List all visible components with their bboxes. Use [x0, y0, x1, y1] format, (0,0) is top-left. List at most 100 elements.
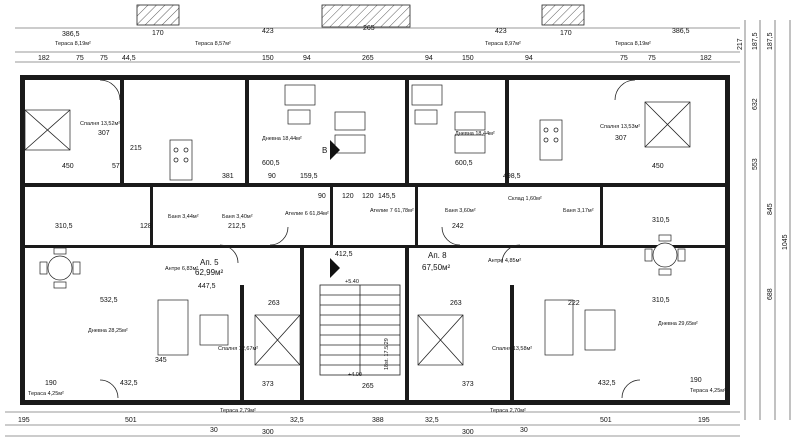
dim-inner-20: 412,5: [335, 251, 353, 258]
label-bedroom-br: Спалня 13,58м²: [492, 346, 532, 352]
dim-sub-4: 44,5: [122, 55, 136, 62]
dim-inner-11: 90: [268, 173, 276, 180]
dim-inner-31: 310,5: [652, 297, 670, 304]
dim-right-2: 187,5: [752, 32, 759, 50]
bed-bottom-right: [417, 314, 464, 366]
label-bath-r2: Баня 3,17м²: [563, 208, 594, 214]
dim-inner-32: 190: [45, 380, 57, 387]
label-bath-l2: Баня 3,40м²: [222, 214, 253, 220]
label-living-br: Дневна 29,65м²: [658, 321, 698, 327]
dim-sub-11: 75: [620, 55, 628, 62]
dim-bottom-7: 32,5: [425, 417, 439, 424]
dim-sub-9: 150: [462, 55, 474, 62]
dim-inner-6: 450: [62, 163, 74, 170]
dim-sub-2: 75: [76, 55, 84, 62]
dim-inner-35: 120: [342, 193, 354, 200]
dim-sub-3: 75: [100, 55, 108, 62]
dim-inner-24: 263: [450, 300, 462, 307]
kitchen-left: [169, 139, 193, 181]
dim-bottom-11: 195: [698, 417, 710, 424]
label-terrace-br: Тераса 2,70м²: [490, 408, 526, 414]
label-storage-r: Склад 1,60м²: [508, 196, 542, 202]
dining-table-right: [644, 234, 686, 276]
label-living-bl: Дневна 28,25м²: [88, 328, 128, 334]
dim-inner-25: 222: [568, 300, 580, 307]
label-terrace-tl2: Тераса 8,57м²: [195, 41, 231, 47]
dim-bottom-6: 388: [372, 417, 384, 424]
dim-bottom-5: 32,5: [290, 417, 304, 424]
dim-sub-12: 75: [648, 55, 656, 62]
dim-top-3: 423: [495, 28, 507, 35]
dim-inner-18: 128: [140, 223, 152, 230]
dining-table-left: [39, 247, 81, 289]
dim-inner-23: 263: [268, 300, 280, 307]
bed-bottom-left: [254, 314, 301, 366]
label-living-top-r: Дневна 18,44м²: [455, 131, 495, 137]
label-terrace-tr2: Тераса 8,19м²: [615, 41, 651, 47]
stair: [319, 284, 401, 376]
dim-sub-8: 94: [425, 55, 433, 62]
label-apt5: Ап. 5: [200, 258, 219, 267]
label-apt8-area: 67,50м²: [422, 263, 451, 272]
bottom-dimension-chain: [5, 411, 740, 437]
dim-right-7: 1045: [782, 234, 789, 250]
level-lower: +4.00: [348, 372, 362, 378]
dim-sub-5: 150: [262, 55, 274, 62]
section-marker-bottom: [330, 258, 340, 278]
kitchen-right: [539, 119, 563, 161]
dim-right-3: 187,5: [767, 32, 774, 50]
bed-top-left: [24, 109, 71, 151]
right-dimension-chain: [744, 20, 791, 420]
dim-inner-7: 450: [652, 163, 664, 170]
sofa-set-top-right: [411, 84, 486, 154]
dim-bottom-10: 501: [600, 417, 612, 424]
planter-center: [321, 4, 411, 28]
dim-bottom-9: 30: [520, 427, 528, 434]
dim-top-4: 386,5: [672, 28, 690, 35]
dim-inner-8: 57: [112, 163, 120, 170]
dim-top-2: 423: [262, 28, 274, 35]
sofa-set-bottom-left: [157, 299, 229, 356]
label-terrace-tl: Тераса 8,19м²: [55, 41, 91, 47]
label-bath-l: Баня 3,44м²: [168, 214, 199, 220]
dim-inner-9: 381: [222, 173, 234, 180]
dim-sub-6: 94: [303, 55, 311, 62]
dim-inner-27: 373: [262, 381, 274, 388]
planter-left: [136, 4, 180, 26]
label-living-top-l: Дневна 18,44м²: [262, 136, 302, 142]
dim-bottom-2: 501: [125, 417, 137, 424]
label-entry-r: Антре 4,85м²: [488, 258, 521, 264]
dim-planter-2: 265: [363, 25, 375, 32]
dim-bottom-4: 300: [262, 429, 274, 436]
dim-sub-1: 182: [38, 55, 50, 62]
dim-bottom-1: 195: [18, 417, 30, 424]
dim-inner-1: 307: [98, 130, 110, 137]
dim-inner-12: 120: [362, 193, 374, 200]
dim-inner-19: 212,5: [228, 223, 246, 230]
dim-bottom-3: 30: [210, 427, 218, 434]
dim-inner-34: 265: [362, 383, 374, 390]
sofa-set-top-left: [284, 84, 366, 154]
dim-inner-30: 432,5: [598, 380, 616, 387]
dim-inner-29: 432,5: [120, 380, 138, 387]
label-bedroom-tr: Спалня 13,53м²: [600, 124, 640, 130]
dim-inner-28: 373: [462, 381, 474, 388]
label-atelier-r: Ателие 7 61,78м²: [370, 208, 414, 214]
section-marker-top: [330, 140, 340, 160]
dim-inner-13: 145,5: [378, 193, 396, 200]
dim-inner-14: 242: [452, 223, 464, 230]
label-atelier-l: Ателие 6 61,84м²: [285, 211, 329, 217]
section-label-top: B: [322, 146, 327, 155]
label-apt8: Ап. 8: [428, 251, 447, 260]
label-terrace-br2: Тераса 4,25м²: [690, 388, 726, 394]
dim-right-8: 688: [767, 288, 774, 300]
dim-bottom-8: 300: [462, 429, 474, 436]
label-apt5-area: 62,99м²: [195, 268, 224, 277]
dim-inner-5: 307: [615, 135, 627, 142]
dim-sub-10: 94: [525, 55, 533, 62]
level-upper: +5.40: [345, 279, 359, 285]
dim-right-1: 217: [737, 38, 744, 50]
stair-note: 18st. 17.5/29: [384, 338, 390, 370]
label-bedroom-tl: Спалня 13,52м²: [80, 121, 120, 127]
top-dimension-chain: [15, 27, 740, 63]
